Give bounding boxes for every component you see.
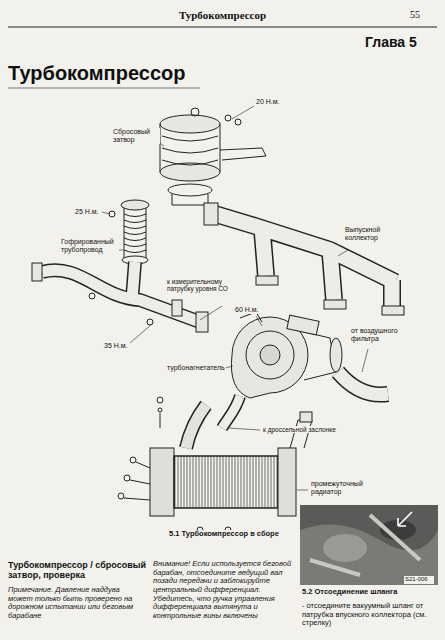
part-note: от воздушного фильтра: [350, 327, 422, 343]
part-note: к дроссельной заслонке: [262, 426, 337, 433]
torque-value: 35 Н.м.: [103, 342, 129, 350]
body-text: - отсоедините вакуумный шланг от патрубк…: [302, 602, 438, 628]
figure-caption: 5.1 Турбокомпрессор в сборе: [168, 530, 280, 539]
torque-value: 25 Н.м.: [74, 208, 100, 216]
torque-value: 60 Н.м.: [234, 306, 260, 314]
part-name: турбонагнетатель: [166, 364, 226, 372]
photo: [300, 505, 438, 585]
header-rule: [8, 27, 437, 28]
part-note: к измерительному патрубку уровня СО: [166, 278, 240, 293]
exploded-view: [109, 108, 266, 264]
page-title: Турбокомпрессор: [8, 62, 185, 85]
running-header: Турбокомпрессор: [140, 9, 305, 22]
chapter-label: Глава 5: [365, 34, 417, 50]
photo-code: S21-006: [405, 576, 428, 583]
part-name: Выпускной коллектор: [344, 226, 408, 242]
torque-value: 20 Н.м.: [255, 98, 281, 106]
note-text: Примечание. Давление наддува может тольк…: [8, 586, 146, 621]
title-rule: [8, 88, 200, 89]
pipes: [42, 214, 395, 448]
warning-text: Внимание! Если используется беговой бара…: [153, 560, 293, 620]
part-name: промежуточный радиатор: [310, 480, 384, 496]
flanges-and-turbo: [32, 203, 404, 533]
figure-caption: 5.2 Отсоединение шланга: [302, 588, 438, 597]
part-name: Сбросовый затвор: [112, 128, 160, 144]
part-name: Гофрированный трубопровод: [60, 238, 119, 254]
section-heading: Турбокомпрессор / сбросовый затвор, пров…: [8, 560, 146, 581]
page-number: 55: [410, 9, 420, 21]
leader-lines: [102, 106, 368, 490]
